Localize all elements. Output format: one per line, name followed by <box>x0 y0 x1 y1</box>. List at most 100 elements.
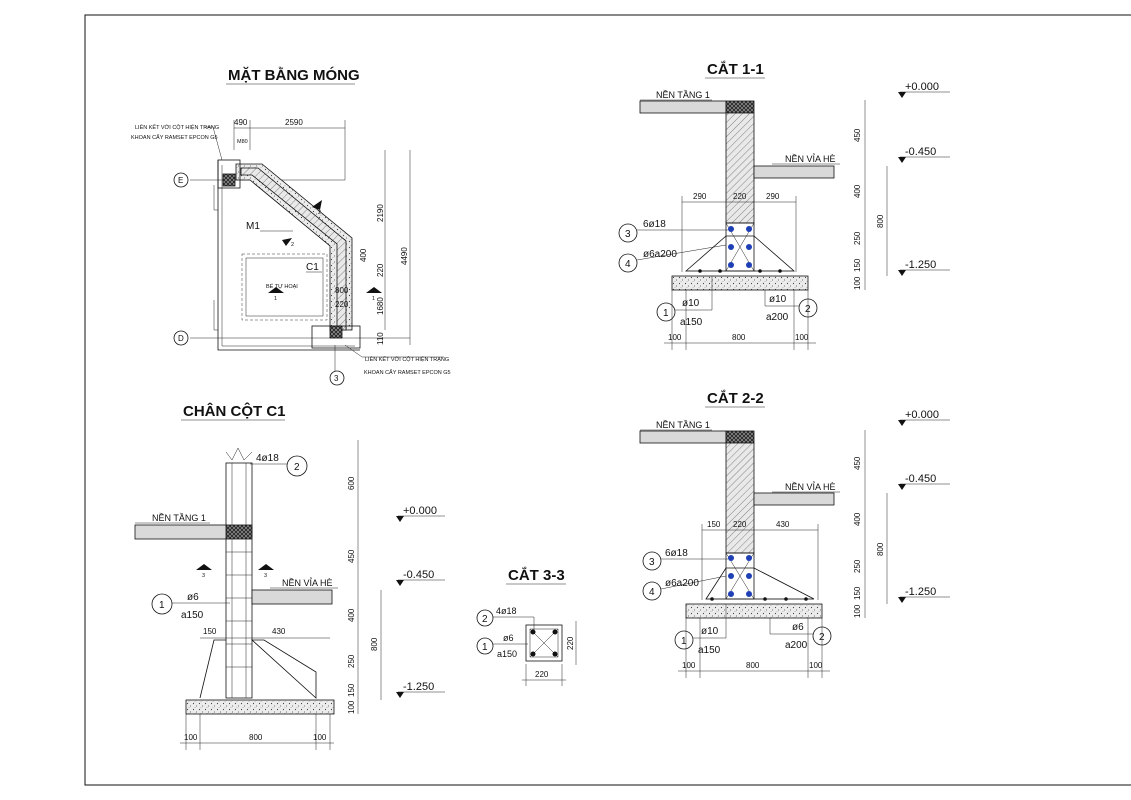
col-lvl-045: -0.450 <box>403 569 434 581</box>
col-d450: 450 <box>347 549 356 563</box>
plan-dim-1680: 1680 <box>376 297 385 315</box>
cut11-floor: NỀN TẦNG 1 <box>656 90 710 100</box>
col-floor: NỀN TẦNG 1 <box>152 513 206 523</box>
col-bot-800: 800 <box>249 733 263 742</box>
cut22-sidewalk: NỀN VỈA HÈ <box>785 481 836 492</box>
cut11-bot-100a: 100 <box>668 333 682 342</box>
col-rebar-main: 4ø18 <box>256 453 279 464</box>
plan-sec-1b: 1 <box>372 296 375 302</box>
section-1-1: CẮT 1-1 NỀN TẦNG 1 NỀN VỈA HÈ 290 220 <box>618 60 950 350</box>
plan-dim-2590: 2590 <box>285 118 303 127</box>
cut33-stirrup: ø6 <box>503 633 514 643</box>
cut11-d400: 400 <box>853 184 862 198</box>
cut11-rebar-bottom-b: ø10 <box>769 294 787 305</box>
cut11-rebar-stirrup: ø6a200 <box>643 249 677 260</box>
cut22-bot-100a: 100 <box>682 661 696 670</box>
cut33-title: CẮT 3-3 <box>508 566 565 584</box>
cut22-d100: 100 <box>853 604 862 618</box>
cut22-bot-800: 800 <box>746 661 760 670</box>
cut11-dim-220: 220 <box>733 192 747 201</box>
cut22-d250: 250 <box>853 559 862 573</box>
plan-axis-d: D <box>178 334 184 343</box>
col-d400: 400 <box>347 608 356 622</box>
col-sidewalk: NỀN VỈA HÈ <box>282 577 333 588</box>
cut11-lvl-045: -0.450 <box>905 146 936 158</box>
plan-col-label: C1 <box>306 262 319 273</box>
cut11-callout-3: 3 <box>625 229 631 240</box>
cut11-d100: 100 <box>853 276 862 290</box>
col-d100: 100 <box>347 700 356 714</box>
plan-axis-e: E <box>178 176 183 185</box>
plan-sec-2: 2 <box>318 210 321 216</box>
cut33-rebar-main: 4ø18 <box>496 606 517 616</box>
cut11-d800: 800 <box>876 214 885 228</box>
plan-note-2b: KHOAN CẤY RAMSET EPCON G5 <box>364 369 451 376</box>
col-d250: 250 <box>347 654 356 668</box>
plan-note-2a: LIÊN KẾT VỚI CỘT HIỆN TRẠNG <box>365 355 449 363</box>
cut22-dim-220: 220 <box>733 520 747 529</box>
cut22-d450: 450 <box>853 456 862 470</box>
cut22-d150: 150 <box>853 586 862 600</box>
cut11-d450: 450 <box>853 128 862 142</box>
plan-dim-220b: 220 <box>335 300 349 309</box>
cut11-lvl-125: -1.250 <box>905 259 936 271</box>
plan-dim-4490: 4490 <box>400 247 409 265</box>
plan-sec-2b: 2 <box>291 242 294 248</box>
plan-dim-110: 110 <box>376 332 385 345</box>
cut11-dim-290b: 290 <box>766 192 780 201</box>
col-callout-2: 2 <box>294 462 300 473</box>
col-lvl-0: +0.000 <box>403 505 437 517</box>
col-stirrup-sp: a150 <box>181 610 204 621</box>
cut11-d250: 250 <box>853 231 862 245</box>
cut11-lvl-0: +0.000 <box>905 81 939 93</box>
cut22-dim-150: 150 <box>707 520 721 529</box>
cut33-stirrup-sp: a150 <box>497 649 517 659</box>
cut11-sidewalk: NỀN VỈA HÈ <box>785 153 836 164</box>
col-bot-100b: 100 <box>313 733 327 742</box>
col-sec-3a: 3 <box>202 573 205 579</box>
plan-tank-label: BỂ TỰ HOẠI <box>266 283 298 290</box>
cut11-rebar-main: 6ø18 <box>643 219 666 230</box>
col-dim-430: 430 <box>272 627 286 636</box>
plan-axis-3: 3 <box>334 374 339 383</box>
cut33-callout-1: 1 <box>482 642 488 653</box>
plan-dim-490: 490 <box>234 118 248 127</box>
foundation-plan: MẶT BẰNG MÓNG LIÊN KẾT VỚI CỘT HIỆN TRẠN… <box>131 66 451 386</box>
cut22-floor: NỀN TẦNG 1 <box>656 420 710 430</box>
col-bot-100a: 100 <box>184 733 198 742</box>
plan-sec-1: 1 <box>274 296 277 302</box>
cut22-rebar-main: 6ø18 <box>665 548 688 559</box>
cut22-d400: 400 <box>853 512 862 526</box>
plan-title: MẶT BẰNG MÓNG <box>228 66 360 84</box>
plan-dim-2190: 2190 <box>376 204 385 222</box>
cut11-bot-100b: 100 <box>795 333 809 342</box>
section-3-3: CẮT 3-3 2 4ø18 1 ø6 a150 220 220 <box>476 566 577 686</box>
cut22-callout-1: 1 <box>681 636 687 647</box>
cut22-rebar-bottom-a: ø10 <box>701 626 719 637</box>
cut11-dim-290a: 290 <box>693 192 707 201</box>
col-d600: 600 <box>347 476 356 490</box>
col-sec-3b: 3 <box>264 573 267 579</box>
cut33-dim-right: 220 <box>566 636 575 650</box>
cut22-lvl-045: -0.450 <box>905 473 936 485</box>
cut22-bot-100b: 100 <box>809 661 823 670</box>
col-d800: 800 <box>370 637 379 651</box>
cut22-rebar-bottom-a-sp: a150 <box>698 645 721 656</box>
cut22-lvl-125: -1.250 <box>905 586 936 598</box>
col-dim-150: 150 <box>203 627 217 636</box>
section-2-2: CẮT 2-2 NỀN TẦNG 1 NỀN VỈA HÈ 150 220 43… <box>639 389 950 678</box>
plan-dim-220: 220 <box>376 263 385 277</box>
sheet-border <box>84 14 1131 786</box>
cut22-d800: 800 <box>876 542 885 556</box>
cut11-rebar-bottom-a-sp: a150 <box>680 317 703 328</box>
plan-note-1b: KHOAN CẤY RAMSET EPCON G5 <box>131 134 218 141</box>
cut11-callout-1: 1 <box>663 308 669 319</box>
cut33-dim-bottom: 220 <box>535 670 549 679</box>
plan-m80: M80 <box>237 139 248 145</box>
cut22-title: CẮT 2-2 <box>707 389 764 407</box>
cut22-dim-430: 430 <box>776 520 790 529</box>
col-d150: 150 <box>347 683 356 697</box>
col-callout-1: 1 <box>159 600 165 611</box>
cut11-rebar-bottom-a: ø10 <box>682 298 700 309</box>
